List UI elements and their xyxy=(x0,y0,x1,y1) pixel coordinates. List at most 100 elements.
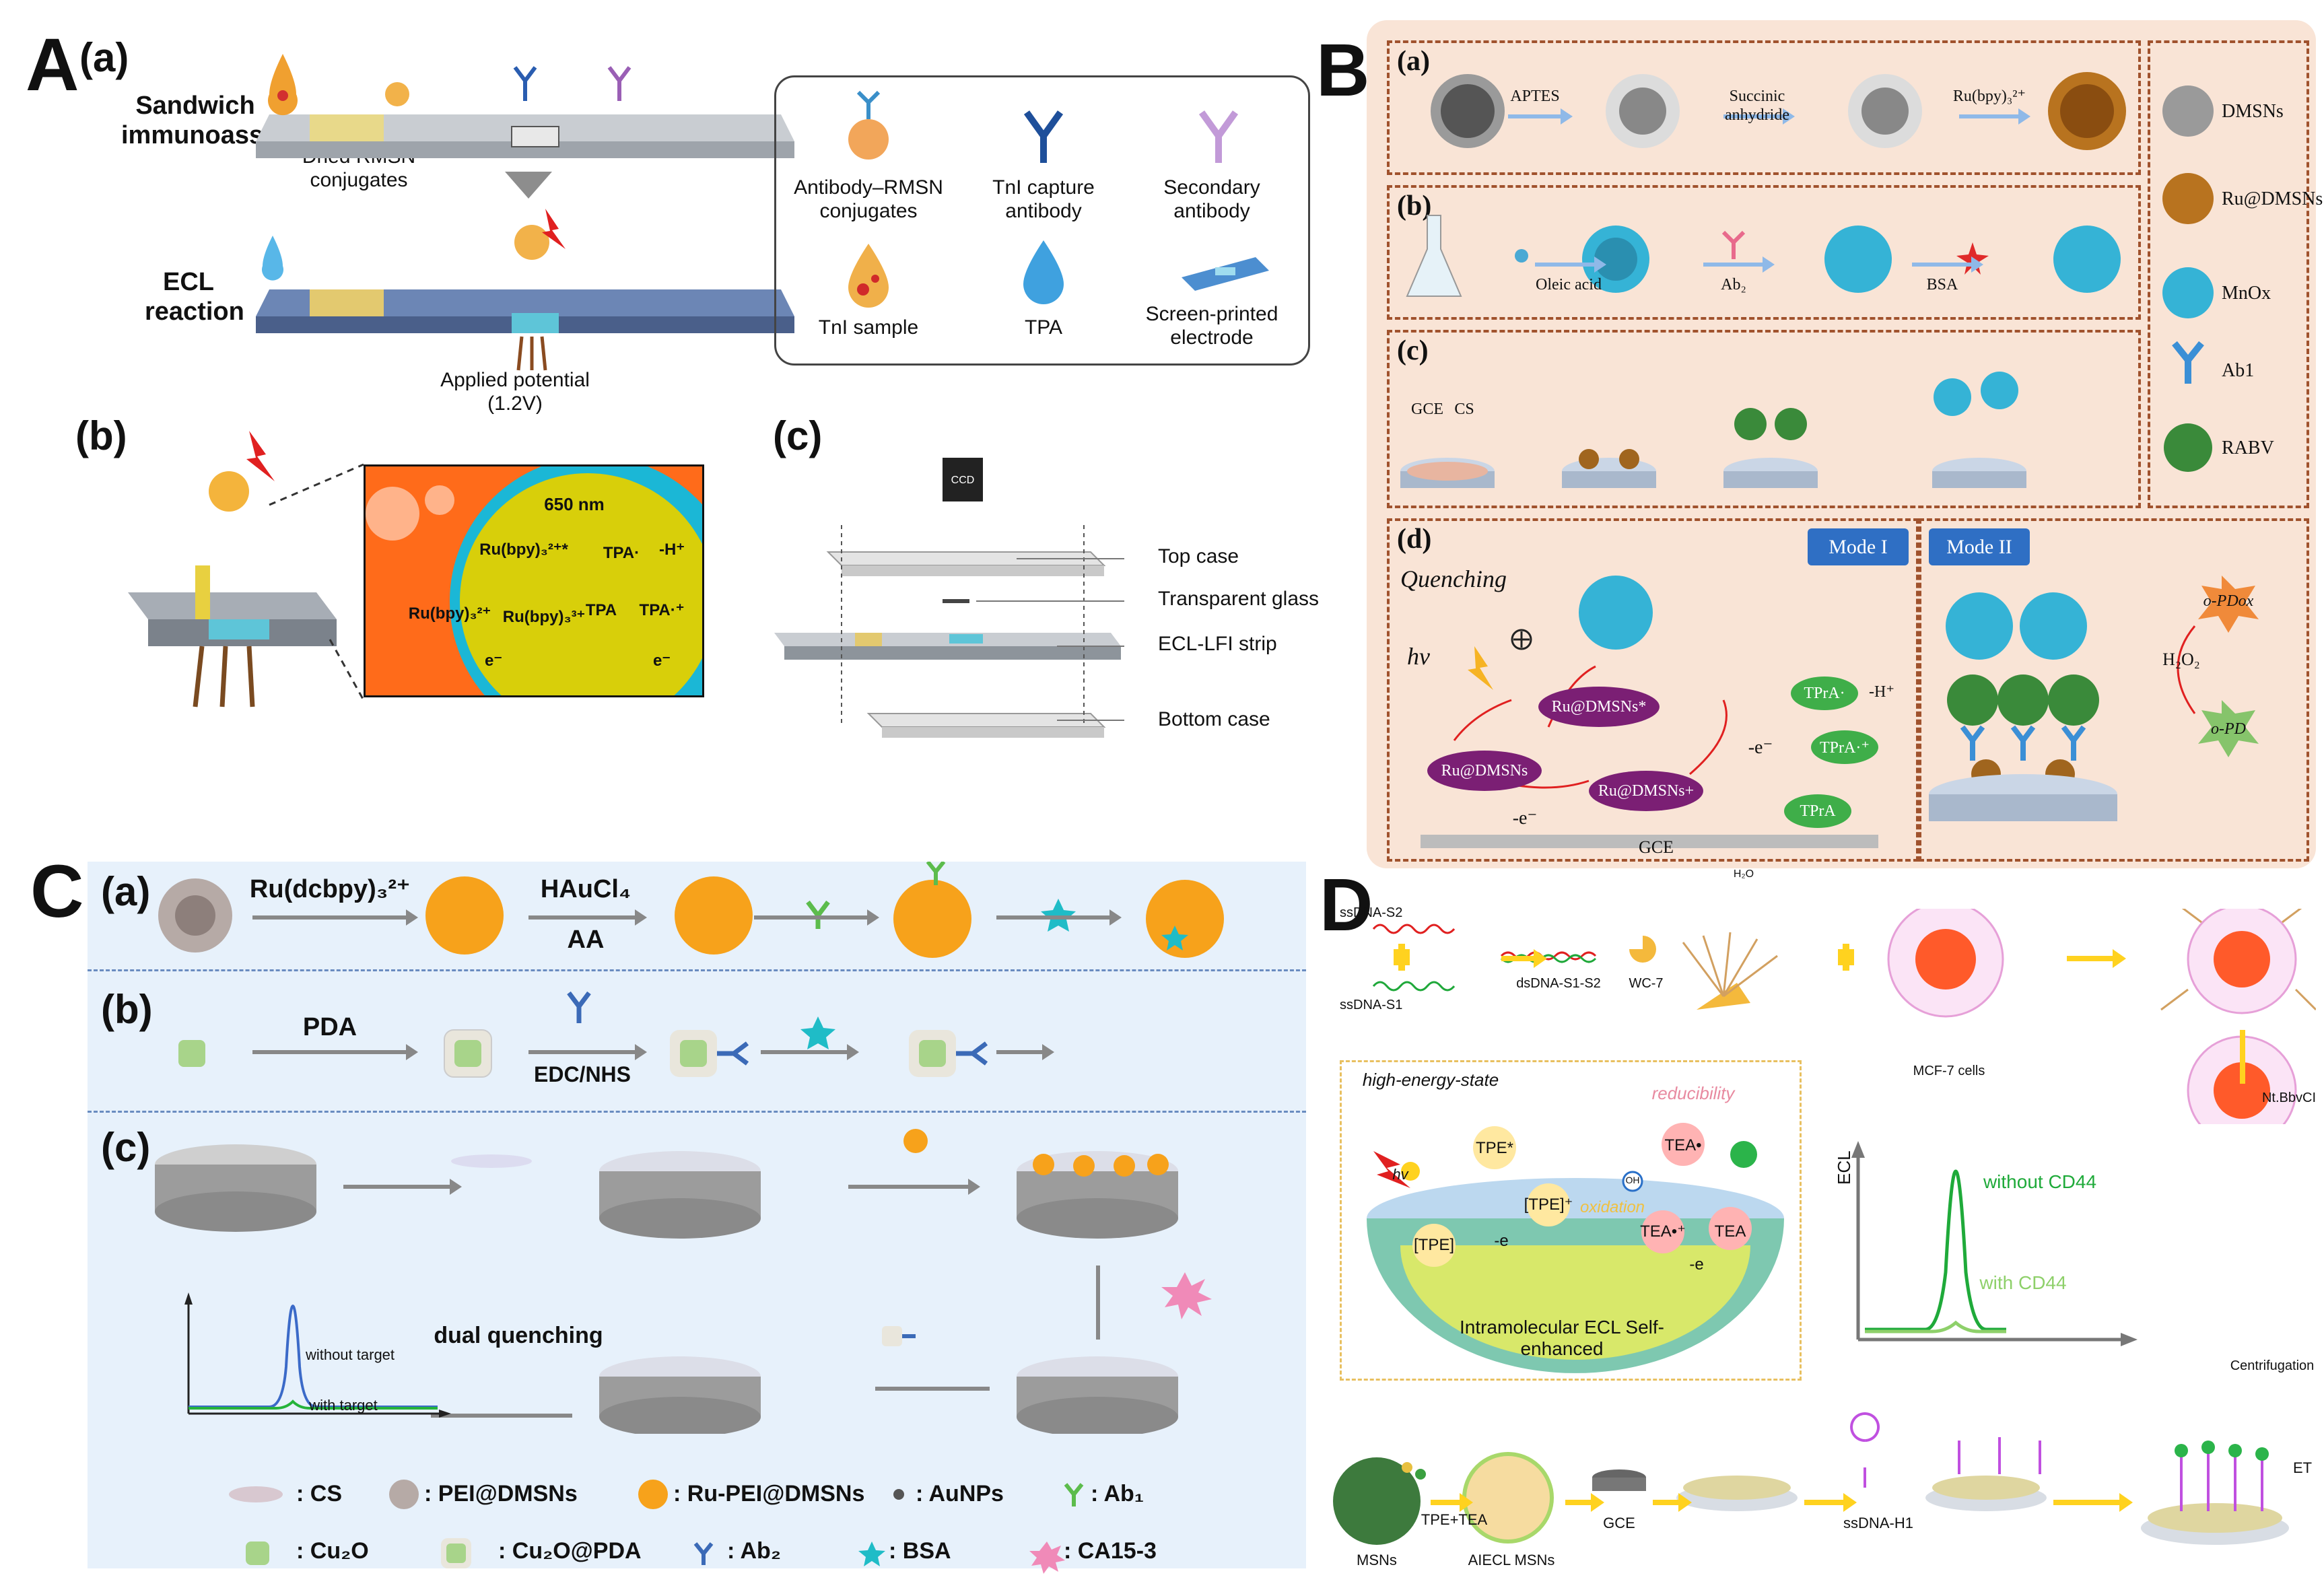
panel-b: B (a) (b) (c) (d) APTES Succinic anhydri… xyxy=(1316,20,2323,868)
b-h2o2: H₂O₂ xyxy=(2162,650,2200,669)
d-mechanism-box xyxy=(1340,1060,1802,1381)
d-b-arrow2 xyxy=(1565,1493,1604,1512)
mech-e1: e⁻ xyxy=(484,652,502,670)
c-haucl4: HAuCl₄ xyxy=(540,875,631,903)
b-cs: CS xyxy=(1454,401,1474,418)
capture-antibody-icon xyxy=(1023,110,1064,163)
b-box-d1 xyxy=(1387,518,1919,862)
d-msns: MSNs xyxy=(1357,1552,1397,1568)
b-tpra: TPrA xyxy=(1784,794,1851,828)
d-with-cd44-line xyxy=(1865,1320,2006,1333)
b-legend-3: Ab1 xyxy=(2222,360,2255,381)
c-a-arrow4 xyxy=(996,909,1122,926)
panel-d-letter: D xyxy=(1320,864,1373,946)
b-gce-bar: GCE xyxy=(1639,837,1674,857)
b-tpra-rad: TPrA· xyxy=(1791,677,1858,710)
device-exploded-drawing xyxy=(774,458,1124,738)
ecl-reaction-label: ECL reaction xyxy=(145,268,244,326)
c-legend-4: : Ab₁ xyxy=(1091,1481,1144,1506)
sample-drop-icon xyxy=(848,244,889,308)
panel-a: A (a) Sandwich immunoassay Dried RMSN co… xyxy=(0,0,1320,740)
rabv-icon xyxy=(1734,408,1807,440)
b-ru-star: Ru@DMSNs* xyxy=(1538,687,1660,727)
d-oh: OH xyxy=(1625,1175,1640,1185)
d-top-row-drawing xyxy=(1372,909,2316,1124)
c-legend-9: : CA15-3 xyxy=(1064,1538,1157,1564)
d-e2: -e xyxy=(1689,1255,1704,1274)
b-sub-a: (a) xyxy=(1397,46,1430,77)
c-divider-1 xyxy=(88,969,1306,971)
c-legend-6: : Cu₂O@PDA xyxy=(498,1538,642,1564)
b-succinic: Succinic anhydride xyxy=(1725,88,1789,124)
b-quenching: Quenching xyxy=(1400,565,1507,592)
d-centri: Centrifugation xyxy=(2230,1358,2315,1373)
b-row-b-drawing xyxy=(1406,215,2121,297)
d-without: without CD44 xyxy=(1983,1171,2097,1192)
legend-a-5: Screen-printed electrode xyxy=(1145,303,1278,349)
b-opd: o-PD xyxy=(2211,720,2246,738)
d-arrow2 xyxy=(2067,949,2126,968)
b-ru-b: Ru@DMSNs+ xyxy=(1589,771,1703,811)
d-hv: hv xyxy=(1392,1166,1408,1183)
b-b-arrow2 xyxy=(1703,256,1775,273)
c-legend-8: : BSA xyxy=(889,1538,951,1564)
c-c-arrow-left xyxy=(875,1387,990,1391)
mech-ru2: Ru(bpy)₃²⁺ xyxy=(408,604,491,623)
c-legend-3: : AuNPs xyxy=(916,1481,1004,1506)
d-b-arrow4 xyxy=(1804,1493,1857,1512)
b-tpra-cat: TPrA·⁺ xyxy=(1811,730,1878,764)
b-sub-c: (c) xyxy=(1397,335,1429,366)
c-without-target-line xyxy=(189,1304,438,1408)
b-box-b xyxy=(1387,185,2141,320)
c-b-arrow4 xyxy=(996,1044,1054,1060)
b-legend-1: Ru@DMSNs xyxy=(2222,188,2323,209)
b-oleic: Oleic acid xyxy=(1536,276,1602,293)
tpa-drop-icon xyxy=(1023,240,1064,304)
b-legend-icons xyxy=(2162,85,2214,472)
d-s2: ssDNA-S2 xyxy=(1340,905,1403,920)
legend-a-0: Antibody–RMSN conjugates xyxy=(794,176,943,222)
c-a-arrow1 xyxy=(252,909,418,926)
d-gce: GCE xyxy=(1603,1515,1635,1531)
c-ru-dcbpy: Ru(dcbpy)₃²⁺ xyxy=(249,875,411,903)
c-sub-a: (a) xyxy=(101,869,151,914)
d-tea: TEA xyxy=(1714,1222,1746,1241)
d-tpe-plus: [TPE]⁺ xyxy=(1524,1196,1573,1214)
electrode-icon xyxy=(1182,257,1269,291)
mech-tpa-rad: TPA· xyxy=(603,544,640,562)
b-hv: hv xyxy=(1407,643,1430,670)
device-strip: ECL-LFI strip xyxy=(1158,633,1277,655)
mode-2-badge: Mode II xyxy=(1929,528,2030,565)
mech-nm: 650 nm xyxy=(544,494,605,514)
b-gce: GCE xyxy=(1411,401,1443,418)
c-sub-b: (b) xyxy=(101,987,153,1032)
b-ru-a: Ru@DMSNs xyxy=(1427,751,1542,791)
b-sub-b: (b) xyxy=(1397,190,1432,221)
c-legend-1: : PEI@DMSNs xyxy=(424,1481,578,1506)
c-c-arrow-left2 xyxy=(431,1414,572,1418)
applied-label: Applied potential (1.2V) xyxy=(440,369,590,415)
device-bottom: Bottom case xyxy=(1158,708,1270,730)
b-box-legend xyxy=(2148,40,2309,508)
d-high: high-energy-state xyxy=(1362,1070,1499,1090)
d-ds: dsDNA-S1-S2 xyxy=(1516,976,1601,991)
b-box-c xyxy=(1387,330,2141,508)
mech-e2: e⁻ xyxy=(652,652,671,670)
d-arrow-down xyxy=(2240,1030,2245,1084)
lfa-strips-drawing xyxy=(256,54,794,371)
device-top: Top case xyxy=(1158,545,1239,567)
rmsn-conjugate-icon xyxy=(848,90,889,160)
c-a-arrow3 xyxy=(754,909,879,926)
c-with-target-line xyxy=(189,1399,438,1410)
d-tpe: [TPE] xyxy=(1413,1236,1454,1254)
d-e1: -e xyxy=(1494,1232,1509,1250)
legend-a-1: TnI capture antibody xyxy=(992,176,1095,222)
legend-a-2: Secondary antibody xyxy=(1163,176,1260,222)
panel-b-letter: B xyxy=(1316,29,1370,112)
panel-a-letter: A xyxy=(26,24,79,106)
b-a-arrow2 xyxy=(1723,108,1795,125)
b-row-a-drawing xyxy=(1431,72,2126,150)
panel-a-sub-c: (c) xyxy=(773,413,823,458)
mech-ru-excited: Ru(bpy)₃²⁺* xyxy=(479,541,568,559)
d-intra: Intramolecular ECL Self-enhanced xyxy=(1460,1317,1664,1360)
